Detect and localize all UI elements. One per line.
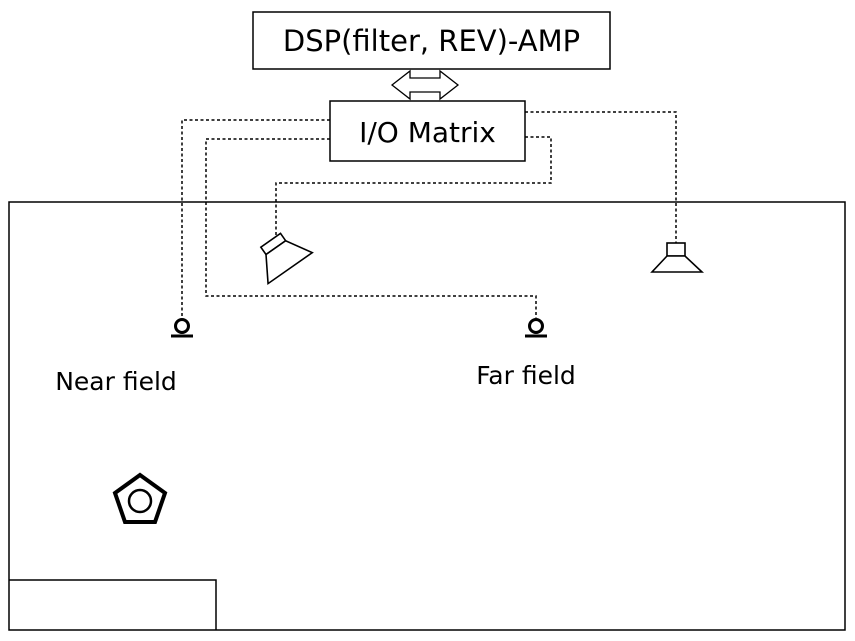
io-matrix-box <box>329 100 526 162</box>
dsp-amp-block: DSP(filter, REV)-AMP <box>252 11 611 70</box>
bidirectional-arrow <box>390 69 460 101</box>
microphone-icon <box>525 318 547 338</box>
io-matrix-block: I/O Matrix <box>329 100 526 162</box>
speaker-icon <box>259 232 314 286</box>
near-field-label: Near field <box>55 367 177 396</box>
right-speaker-line <box>525 111 677 243</box>
near-field-mic-line <box>181 119 330 318</box>
corner-box <box>9 579 217 630</box>
speaker-icon <box>650 242 705 273</box>
io-matrix-label: I/O Matrix <box>359 116 496 149</box>
dsp-amp-box <box>252 11 611 70</box>
far-field-label: Far field <box>476 361 576 390</box>
microphone-icon <box>171 318 193 338</box>
far-field-mic-line <box>205 138 537 318</box>
room-outline <box>8 201 846 631</box>
dsp-amp-label: DSP(filter, REV)-AMP <box>283 24 580 58</box>
pentagon-source-icon <box>112 472 168 524</box>
